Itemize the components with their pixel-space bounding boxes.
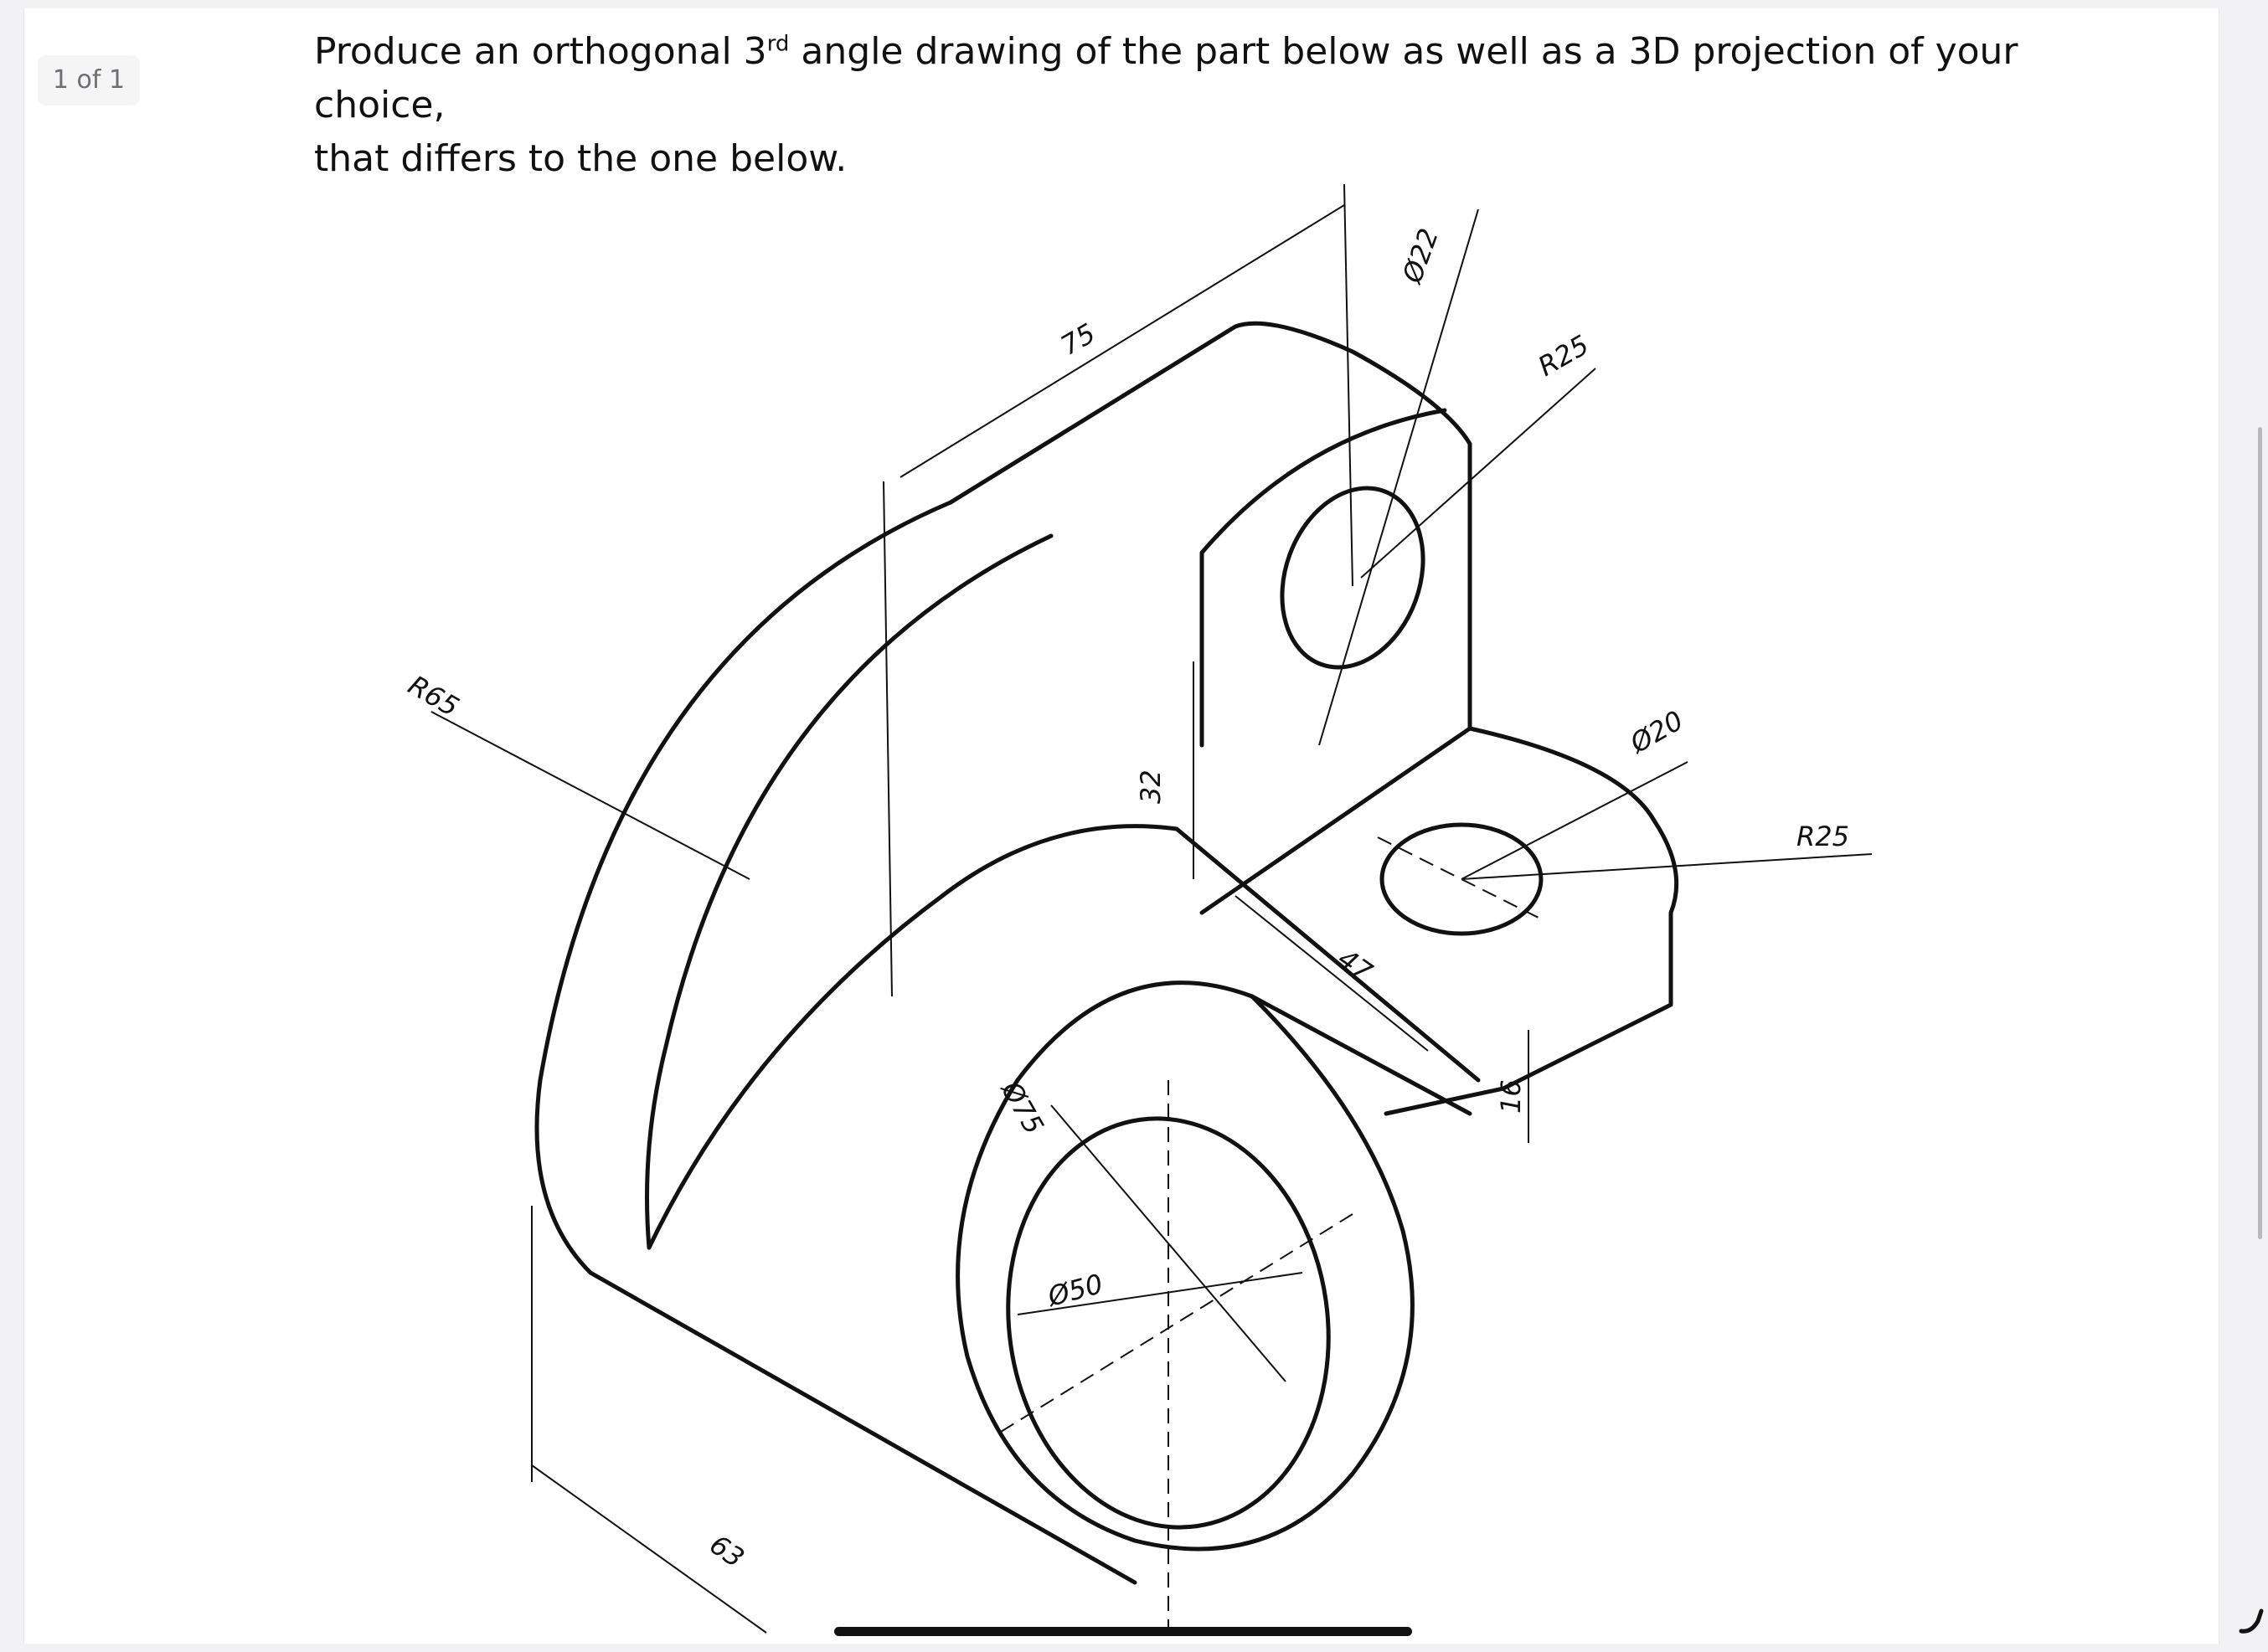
markup-pen-icon[interactable] [2234,1606,2265,1636]
upper-hole [1280,486,1425,670]
label-32: 32 [1135,769,1167,804]
tab-hole [1379,822,1544,936]
dim-22-leader [1318,208,1479,746]
tab-outline [1384,726,1679,1116]
bore-centerline-h [1000,1213,1353,1433]
dim-r25-top-leader [1360,368,1596,579]
page-counter: 1 of 1 [38,55,140,106]
document-page: 1 of 1 Produce an orthogonal 3rd angle d… [23,8,2219,1644]
dim-75-dia-leader [1050,1104,1286,1382]
label-75: 75 [1055,317,1100,362]
tab-front-edge [1250,994,1472,1116]
plate-arc-face [647,824,1179,1250]
label-r25-side: R25 [1796,821,1849,852]
label-dia-50: Ø50 [1043,1268,1106,1313]
dim-50-leader [1017,1272,1303,1315]
label-63: 63 [704,1528,750,1573]
part-drawing-svg: 75 Ø22 R25 R65 32 Ø20 R25 47 16 Ø75 Ø50 … [403,183,1873,1634]
plate-front-top [1199,408,1447,748]
label-16: 16 [1495,1079,1527,1114]
dim-r65-leader [430,711,750,880]
home-indicator[interactable] [834,1627,1412,1636]
label-dia-22: Ø22 [1395,224,1445,289]
plate-curve-outer [534,500,953,1275]
label-47: 47 [1332,942,1379,988]
question-line-2: that differs to the one below. [314,137,848,180]
question-text: Produce an orthogonal 3rd angle drawing … [314,25,2073,186]
boss-top-edge [1174,826,1481,1083]
dim-47-line [1235,895,1429,1052]
question-line-1: Produce an orthogonal 3rd angle drawing … [314,30,2018,126]
label-r25-top: R25 [1533,329,1595,383]
dim-75-ext-right [1343,183,1353,587]
label-dia-20: Ø20 [1623,704,1688,760]
dim-75-ext-left [883,481,893,997]
scrollbar-thumb[interactable] [2258,427,2262,1239]
tab-hole-centerline [1377,836,1546,922]
tab-top-edge [1199,726,1472,915]
dim-r25-side-leader [1461,853,1873,880]
bore-opening [1006,1116,1331,1530]
plate-top-edge [948,321,1472,731]
dim-20-leader [1461,761,1688,880]
dim-63-line [531,1464,767,1634]
boss-outer [956,980,1415,1552]
boss-bottom-left [588,1270,1137,1585]
label-r65: R65 [403,669,465,723]
plate-curve-inner [645,533,1054,1250]
dim-75-line [899,204,1345,478]
isometric-drawing: 75 Ø22 R25 R65 32 Ø20 R25 47 16 Ø75 Ø50 … [314,159,1989,1652]
